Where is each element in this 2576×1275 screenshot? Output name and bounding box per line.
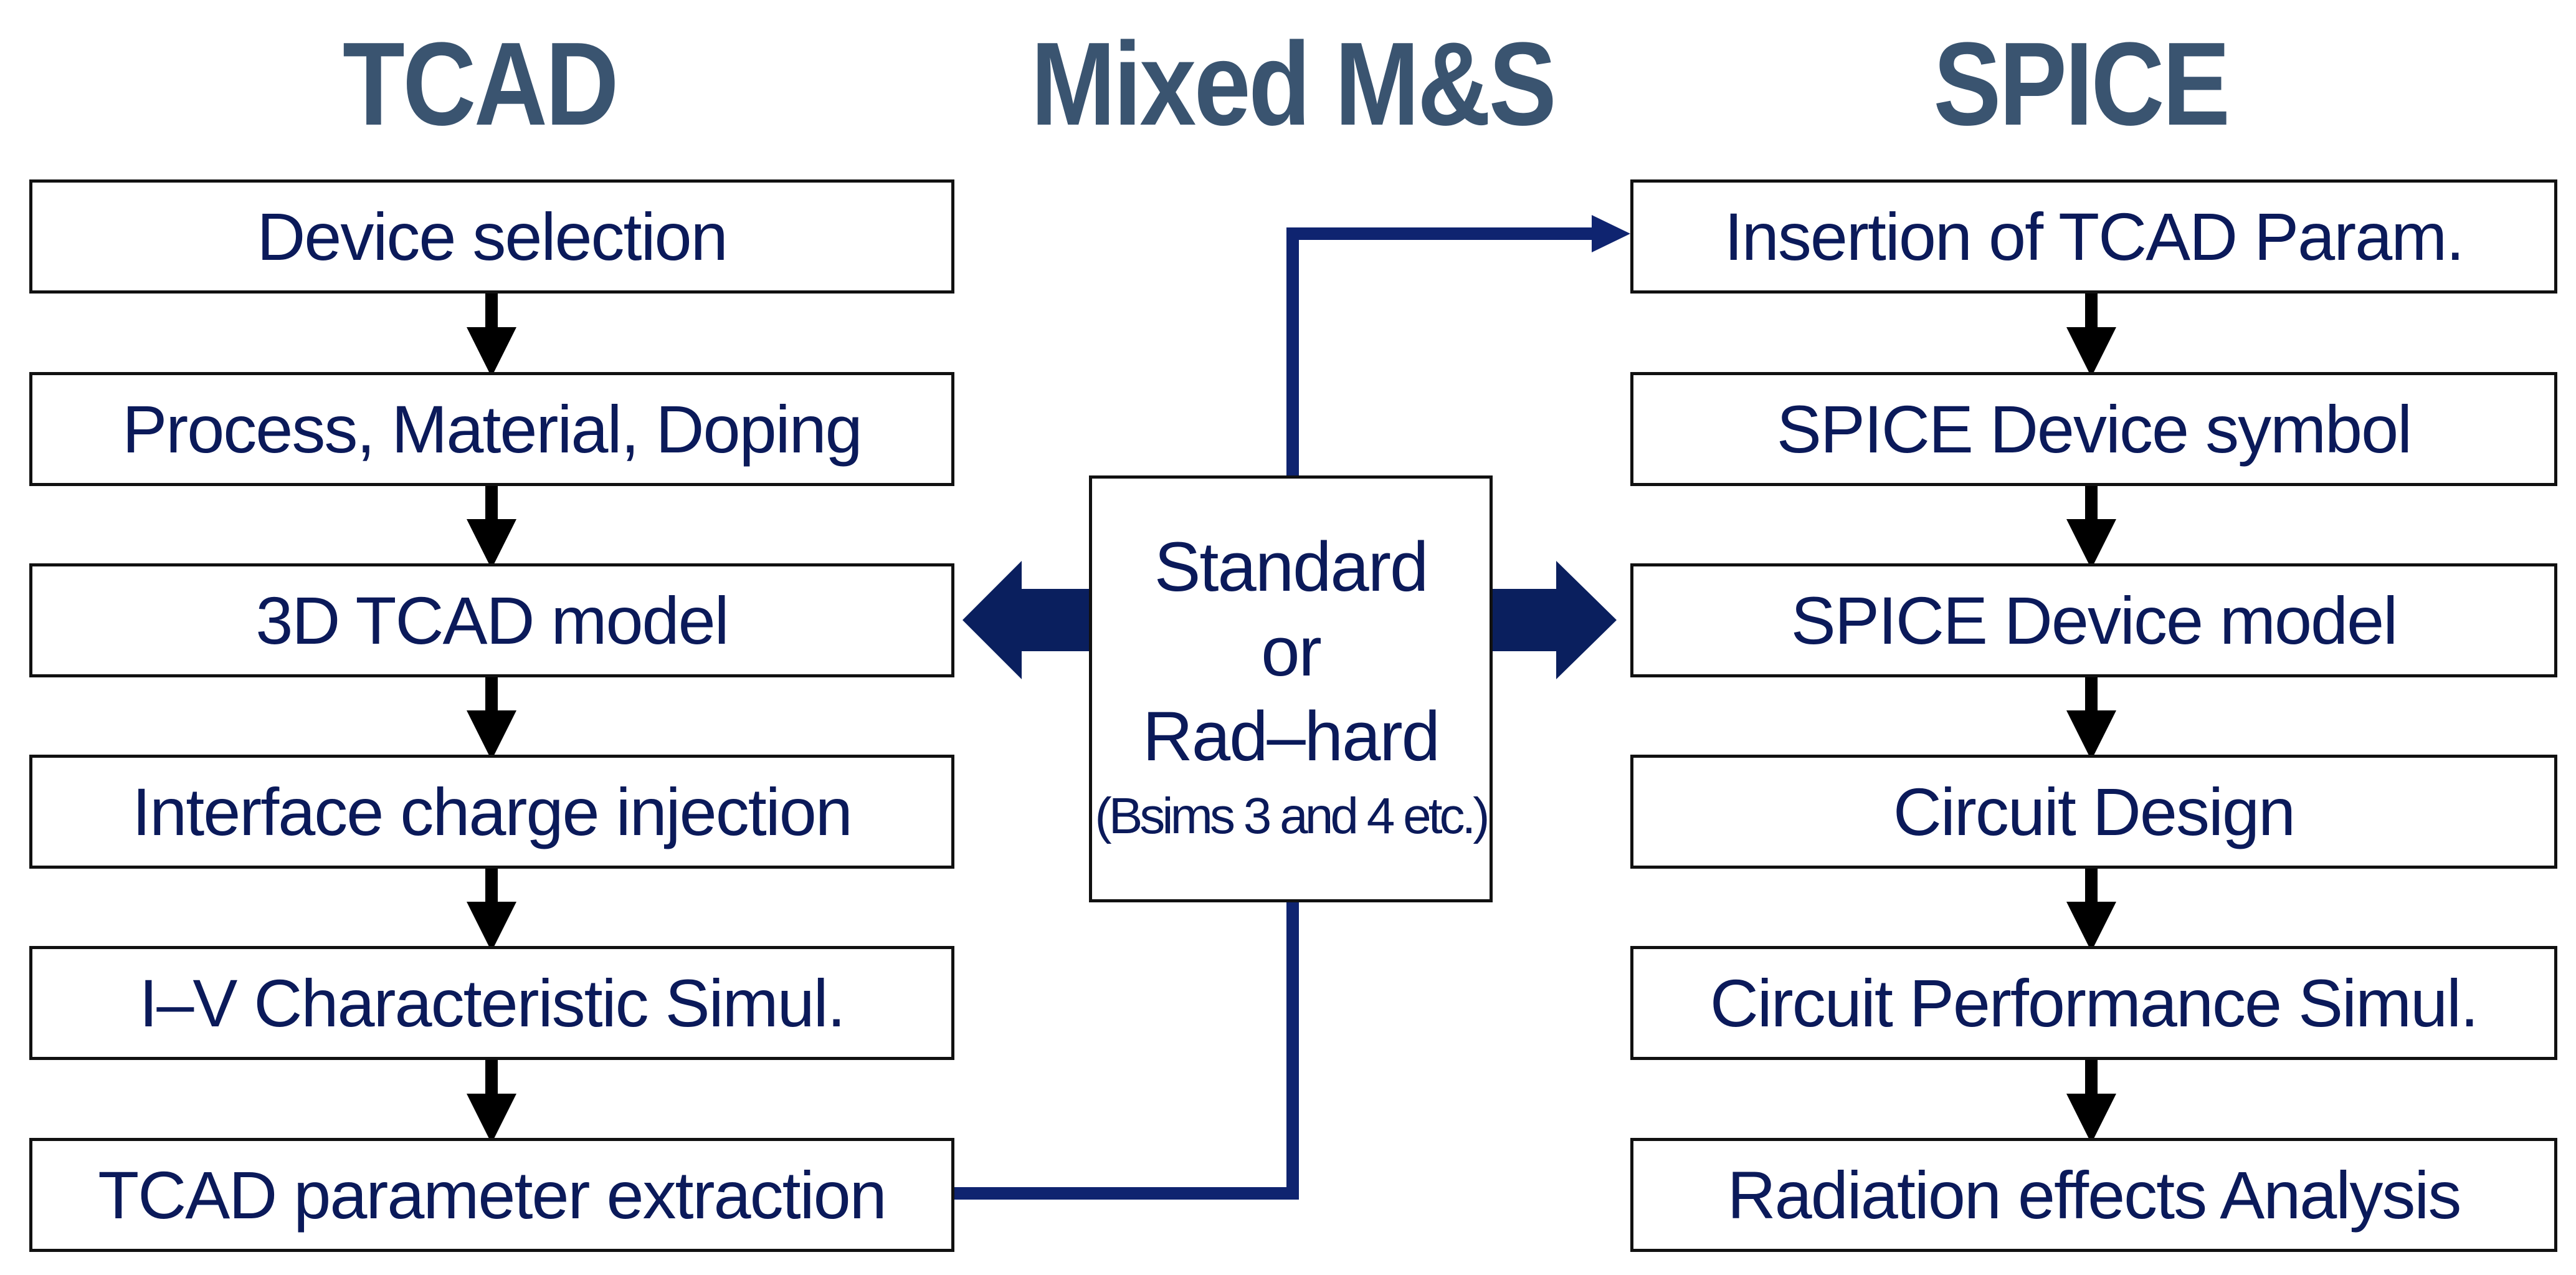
connector-line-upper: [1286, 227, 1592, 475]
connector-arrowhead: [1592, 215, 1630, 252]
center-line-standard: Standard: [1154, 527, 1429, 606]
center-line-radhard: Rad–hard: [1143, 697, 1440, 775]
heading-spice: SPICE: [1933, 18, 2230, 150]
center-note: (Bsims 3 and 4 etc.): [1095, 787, 1490, 844]
spice-step-2: SPICE Device symbol: [1630, 372, 2557, 486]
right-block-arrow: [1493, 561, 1617, 679]
tcad-step-1: Device selection: [29, 179, 954, 294]
left-block-arrow: [962, 561, 1089, 679]
connector-line: [954, 902, 1299, 1200]
center-line-or: or: [1261, 612, 1322, 690]
spice-step-6: Radiation effects Analysis: [1630, 1138, 2557, 1252]
center-model-box: Standard or Rad–hard (Bsims 3 and 4 etc.…: [1089, 475, 1493, 902]
spice-step-3: SPICE Device model: [1630, 563, 2557, 677]
tcad-step-2: Process, Material, Doping: [29, 372, 954, 486]
tcad-step-5: I–V Characteristic Simul.: [29, 946, 954, 1060]
tcad-step-3: 3D TCAD model: [29, 563, 954, 677]
spice-step-1: Insertion of TCAD Param.: [1630, 179, 2557, 294]
heading-mixed: Mixed M&S: [1030, 18, 1557, 150]
spice-step-4: Circuit Design: [1630, 755, 2557, 869]
spice-step-5: Circuit Performance Simul.: [1630, 946, 2557, 1060]
tcad-step-6: TCAD parameter extraction: [29, 1138, 954, 1252]
heading-tcad: TCAD: [342, 18, 619, 150]
tcad-step-4: Interface charge injection: [29, 755, 954, 869]
